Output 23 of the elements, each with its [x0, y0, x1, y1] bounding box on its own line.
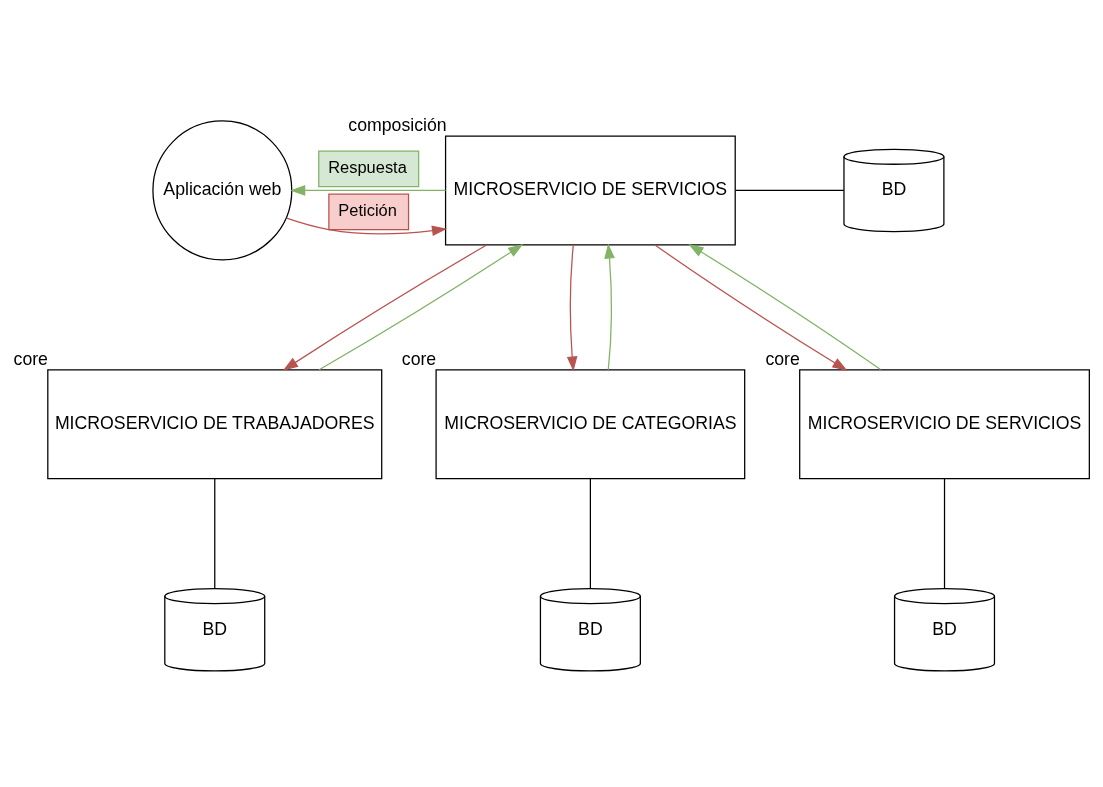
- edge-label: Petición: [338, 200, 397, 219]
- node-circle: Aplicación web: [152, 119, 293, 260]
- connector: [589, 477, 591, 589]
- node-box: MICROSERVICIO DE SERVICIOS: [799, 368, 1090, 479]
- arrow: [654, 243, 848, 371]
- node-box: MICROSERVICIO DE CATEGORIAS: [435, 368, 746, 479]
- arrow: [566, 244, 578, 372]
- connector: [943, 477, 946, 589]
- node-box: MICROSERVICIO DE TRABAJADORES: [47, 368, 383, 479]
- arrow: [290, 184, 447, 196]
- arrow: [318, 243, 524, 370]
- node-label: core: [13, 348, 48, 369]
- arrow: [604, 242, 615, 370]
- arrow: [286, 217, 448, 236]
- arrow: [688, 243, 882, 370]
- edge-label: Respuesta: [328, 157, 407, 176]
- arrow: [282, 243, 488, 371]
- node-box: MICROSERVICIO DE SERVICIOS: [444, 134, 736, 245]
- connector: [735, 189, 845, 191]
- node-label: core: [765, 348, 800, 369]
- node-label: composición: [348, 114, 447, 135]
- connector: [214, 477, 216, 589]
- node-label: core: [401, 348, 437, 369]
